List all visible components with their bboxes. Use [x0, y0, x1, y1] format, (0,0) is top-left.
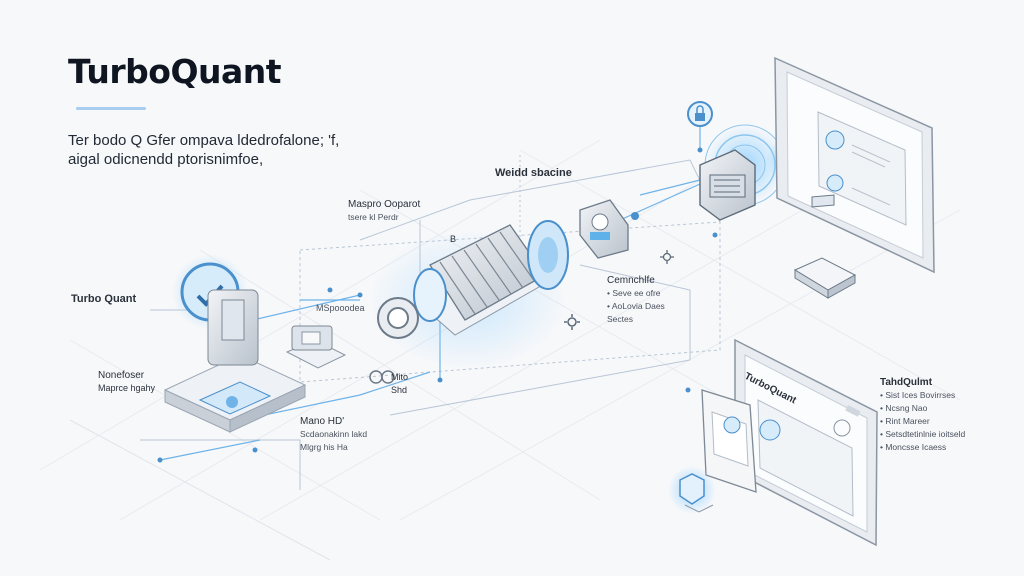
chip-stack	[163, 289, 307, 433]
label-line: Mlgrg his Ha	[300, 442, 348, 452]
subtitle-line: aigal odicnendd ptorisnimfoe,	[68, 151, 264, 168]
label-line: • Moncsse Icaess	[880, 442, 947, 452]
bottom-shield-icon	[668, 466, 716, 514]
label-mid-dot: Mito Shd	[391, 371, 408, 397]
label-line: Shd	[391, 385, 408, 395]
label-line: Nonefoser	[98, 370, 145, 381]
label-line: TahdQulmt	[880, 377, 933, 388]
label-line: • AoLovia Daes	[607, 301, 665, 311]
subtitle: Ter bodo Q Gfer ompava ldedrofalone; 'f,…	[68, 131, 368, 169]
label-mapper: Maspro Ooparot tsere kl Perdr	[348, 198, 420, 224]
label-line: • Setsdtetinlnie ioitseld	[880, 429, 966, 439]
label-nonefoer: Nonefoser Maprce hgahy	[98, 369, 155, 395]
small-gear-icon	[660, 250, 674, 264]
label-right-panel: TahdQulmt • Sist Ices Bovirrses • Ncsng …	[880, 376, 965, 454]
label-line: Scdaonakinn lakd	[300, 429, 368, 439]
label-line: Maprce hgahy	[98, 383, 156, 393]
label-line: • Ncsng Nao	[880, 403, 928, 413]
router-device	[793, 194, 857, 299]
page-title: TurboQuant	[68, 52, 282, 91]
tablet	[701, 389, 757, 493]
gear-icon	[564, 314, 580, 330]
label-mspoode: MSpooodea	[316, 303, 365, 313]
label-line: Cemnchlfe	[607, 275, 655, 286]
lock-icon	[687, 101, 713, 127]
small-connector-block	[285, 325, 347, 369]
label-line: Mano HD'	[300, 416, 345, 427]
label-line: Sectes	[607, 314, 633, 324]
label-turboquant-left: Turbo Quant	[71, 293, 137, 305]
label-small-b: B	[450, 234, 457, 244]
label-mano: Mano HD' Scdaonakinn lakd Mlgrg his Ha	[300, 415, 367, 454]
processor-module	[699, 149, 756, 221]
label-line: • Rint Mareer	[880, 416, 930, 426]
ring-icon	[369, 370, 395, 384]
label-line: Maspro Ooparot	[348, 199, 421, 210]
title-underline	[76, 107, 146, 110]
label-weight-shaping: Weidd sbacine	[495, 167, 572, 179]
monitor-top-right	[774, 56, 935, 274]
label-line: tsere kl Perdr	[348, 212, 399, 222]
label-line: • Seve ee ofre	[607, 288, 661, 298]
label-connect: Cemnchlfe • Seve ee ofre • AoLovia Daes …	[607, 274, 665, 326]
monitor-bottom-right	[734, 338, 878, 547]
label-line: Mito	[391, 372, 409, 382]
subtitle-line: Ter bodo Q Gfer ompava ldedrofalone; 'f,	[68, 132, 340, 149]
motor-assembly	[368, 220, 569, 370]
coupling-part	[579, 199, 639, 259]
label-line: • Sist Ices Bovirrses	[880, 390, 956, 400]
